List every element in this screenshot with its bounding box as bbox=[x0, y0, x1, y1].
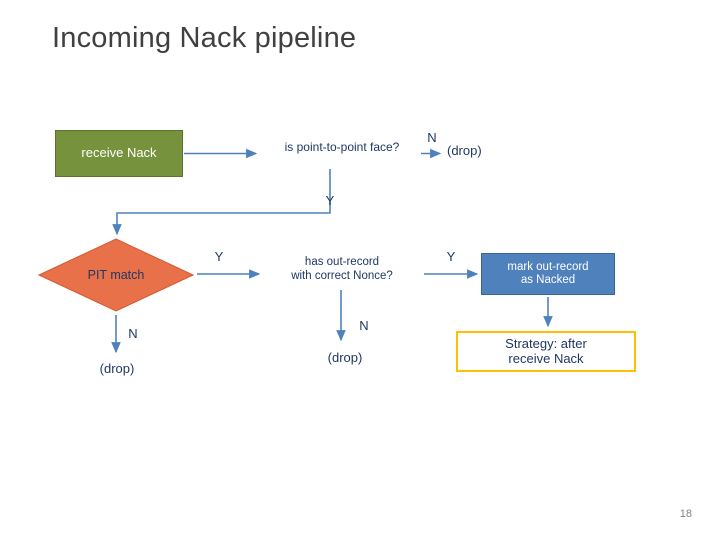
node-question-point-to-point[interactable]: is point-to-point face? bbox=[264, 140, 420, 154]
node-pit-match-label: PIT match bbox=[87, 268, 145, 282]
edge-label-drop-out-record: (drop) bbox=[327, 350, 363, 365]
node-mark-out-record[interactable]: mark out-record as Nacked bbox=[481, 253, 615, 295]
edge-label-y-pit-match: Y bbox=[214, 249, 224, 264]
edge-label-n-out-record: N bbox=[359, 318, 369, 333]
node-strategy-after-receive-nack[interactable]: Strategy: after receive Nack bbox=[456, 331, 636, 372]
node-pit-match[interactable]: PIT match bbox=[38, 238, 194, 312]
node-strategy-line2: receive Nack bbox=[508, 350, 584, 366]
edge-label-n-point-to-point: N bbox=[427, 130, 437, 145]
node-question-out-record-line2: with correct Nonce? bbox=[291, 269, 393, 282]
node-receive-nack[interactable]: receive Nack bbox=[55, 130, 183, 177]
arrow-p2p-to-pit bbox=[112, 169, 331, 236]
page-title: Incoming Nack pipeline bbox=[52, 22, 357, 54]
node-strategy-line1: Strategy: after bbox=[505, 335, 587, 351]
edge-label-drop-point-to-point: (drop) bbox=[447, 143, 482, 158]
node-mark-out-record-line1: mark out-record bbox=[507, 260, 589, 273]
node-question-point-to-point-label: is point-to-point face? bbox=[284, 140, 400, 154]
page-number: 18 bbox=[679, 508, 692, 520]
edge-label-y-point-to-point: Y bbox=[325, 193, 335, 208]
node-question-out-record-line1: has out-record bbox=[304, 256, 380, 268]
edge-label-n-pit-match: N bbox=[128, 326, 138, 341]
node-question-out-record[interactable]: has out-record with correct Nonce? bbox=[265, 256, 419, 284]
edge-label-drop-pit-match: (drop) bbox=[99, 361, 135, 376]
diamond-shape bbox=[38, 238, 194, 312]
node-receive-nack-label: receive Nack bbox=[81, 145, 157, 161]
edge-label-y-out-record: Y bbox=[446, 249, 456, 264]
node-mark-out-record-line2: as Nacked bbox=[520, 274, 576, 286]
